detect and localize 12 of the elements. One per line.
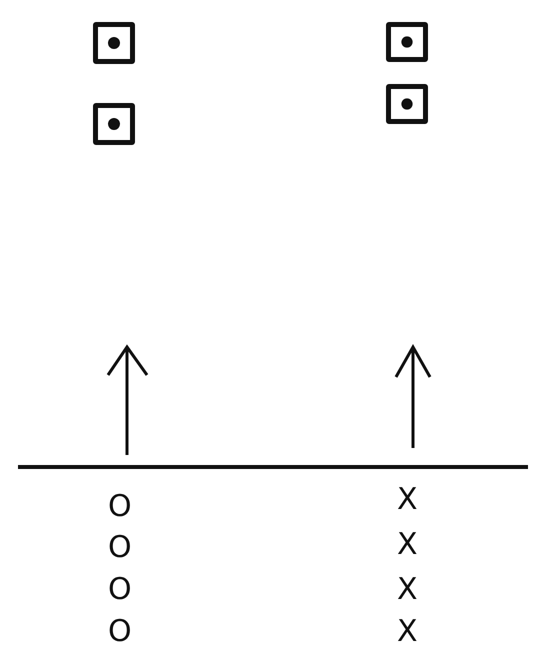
circle-mark: O [108, 492, 132, 522]
dot-square [386, 84, 428, 124]
dot-square [386, 22, 428, 62]
cross-mark: X [397, 617, 418, 647]
cross-mark: X [397, 485, 418, 515]
circle-mark: O [108, 575, 132, 605]
cross-mark: X [397, 575, 418, 605]
cross-mark: X [397, 530, 418, 560]
dot-square [93, 103, 135, 145]
dot-square [93, 22, 135, 64]
circle-mark: O [108, 533, 132, 563]
circle-mark: O [108, 617, 132, 647]
